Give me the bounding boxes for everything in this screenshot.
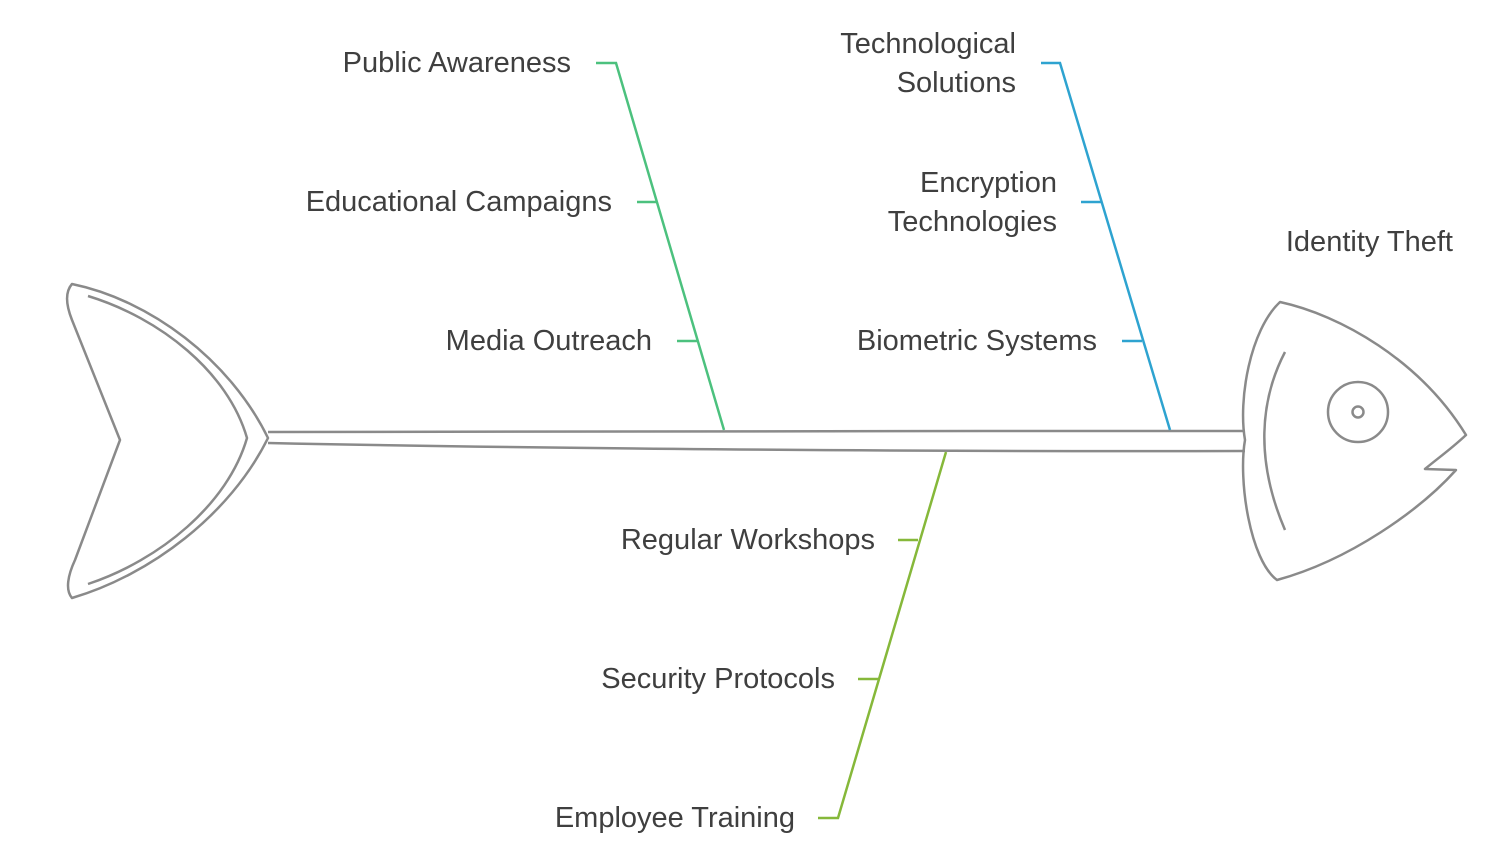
cause-encryption-technologies-line-2: Technologies bbox=[887, 206, 1057, 238]
cause-educational-campaigns: Educational Campaigns bbox=[305, 186, 612, 218]
fish-eye bbox=[1326, 380, 1390, 444]
category-public-awareness: Public Awareness bbox=[342, 47, 571, 79]
effect-label: Identity Theft bbox=[1285, 226, 1453, 258]
branch-technological-solutions bbox=[1041, 61, 1172, 431]
category-employee-training: Employee Training bbox=[554, 802, 795, 834]
fish-tail bbox=[65, 282, 270, 600]
cause-regular-workshops: Regular Workshops bbox=[620, 524, 875, 556]
fish-spine bbox=[267, 429, 1246, 453]
cause-media-outreach: Media Outreach bbox=[445, 325, 652, 357]
fish-head bbox=[1241, 300, 1468, 582]
cause-biometric-systems: Biometric Systems bbox=[856, 325, 1097, 357]
category-technological-solutions-line-1: Technological bbox=[840, 28, 1016, 60]
branch-public-awareness bbox=[596, 61, 726, 431]
cause-security-protocols: Security Protocols bbox=[601, 663, 835, 695]
branch-employee-training bbox=[818, 451, 948, 820]
category-technological-solutions-line-2: Solutions bbox=[896, 67, 1016, 99]
category-technological-solutions: Technological Solutions bbox=[840, 25, 1016, 103]
cause-encryption-technologies: Encryption Technologies bbox=[888, 164, 1057, 242]
cause-encryption-technologies-line-1: Encryption bbox=[919, 167, 1057, 199]
